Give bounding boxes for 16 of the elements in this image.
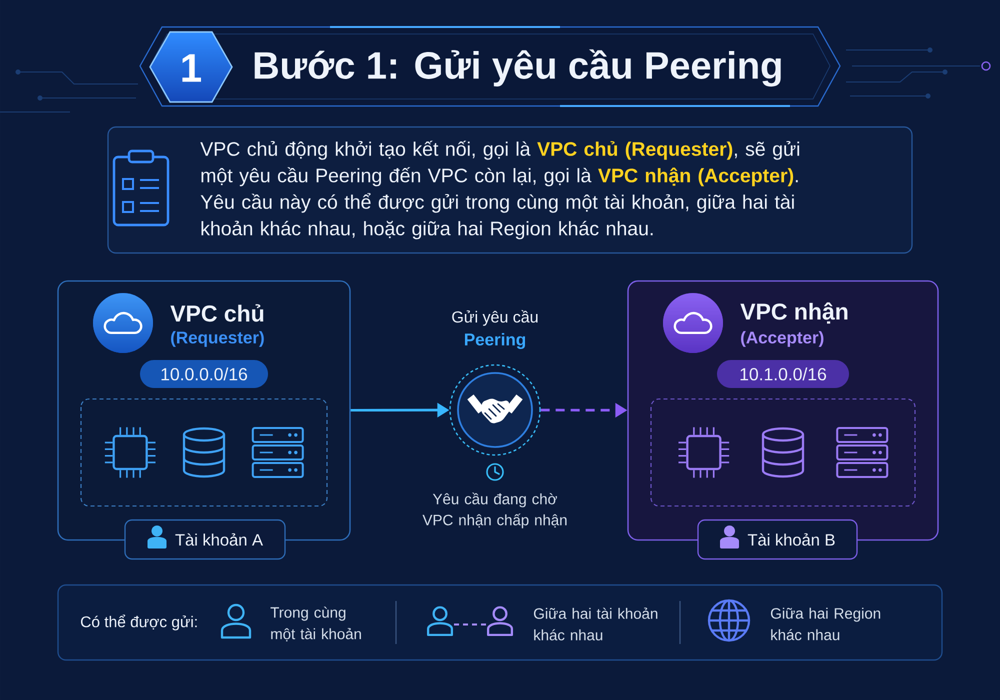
option-text: Trong cùng một tài khoản	[270, 606, 361, 642]
option-text: Giữa hai Region khác nhau	[770, 608, 880, 640]
panel-title: VPC nhận	[740, 302, 848, 324]
step-keyword: Peering	[464, 333, 526, 349]
panel-subtitle: (Accepter)	[741, 331, 824, 347]
cidr-pill: 10.1.0.0/16	[717, 360, 849, 388]
panel-subtitle: (Requester)	[171, 331, 264, 347]
status-note: Yêu cầu đang chờ VPC nhận chấp nhận	[422, 492, 567, 528]
account-tab: Tài khoản B	[697, 519, 858, 560]
account-tab: Tài khoản A	[124, 519, 286, 560]
option-text: Giữa hai tài khoản khác nhau	[534, 608, 658, 640]
info-panel: VPC chủ động khởi tạo kết nối, gọi là VPC chủ (Requester), sẽ gửi một yêu cầu Peering đến VPC còn lại, gọi là VPC nhận (Accepter). Yêu cầu này có thể được gửi trong cùng một tài khoản, giữa hai tài khoản khác nhau, hoặc giữa hai Region khác nhau.	[107, 126, 913, 254]
cidr-pill: 10.0.0.0/16	[140, 360, 268, 388]
lead-in-text: Có thể được gửi:	[81, 614, 197, 630]
step-label: Gửi yêu cầu	[452, 310, 538, 326]
panel-title: VPC chủ	[170, 304, 264, 322]
